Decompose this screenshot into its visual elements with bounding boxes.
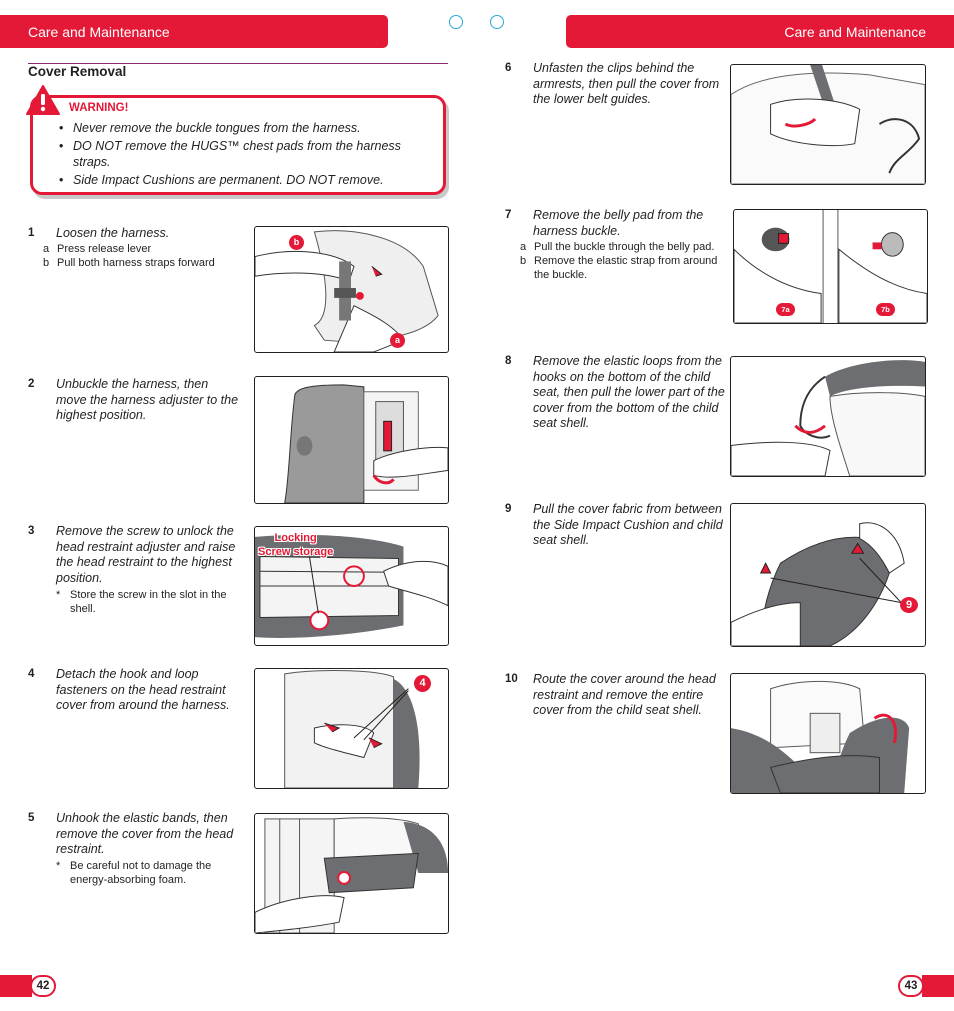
step-subitem: * Be careful not to damage the energy-abs… [56, 859, 241, 887]
step-10-illustration [730, 673, 926, 794]
illustration-label-badge: 7b [876, 303, 895, 316]
illustration-label-badge: a [390, 333, 405, 348]
warning-label: WARNING! [69, 102, 129, 114]
step-text: Unfasten the clips behind the armrests, … [533, 61, 720, 106]
page-number-right: 43 [898, 975, 924, 997]
registration-mark-icon [449, 15, 463, 29]
step-number: 5 [28, 812, 35, 824]
sub-key: b [43, 257, 50, 269]
step-subitem: b Pull both harness straps forward [43, 256, 258, 270]
step-sublist: * Store the screw in the slot in the shel… [56, 588, 236, 616]
sub-text: Pull both harness straps forward [57, 257, 215, 269]
step-text: Loosen the harness. [56, 226, 170, 240]
step-number: 3 [28, 525, 35, 537]
step-subitem: a Pull the buckle through the belly pad. [520, 240, 720, 254]
step-6-illustration [730, 64, 926, 185]
warning-item: DO NOT remove the HUGS™ chest pads from … [59, 138, 439, 170]
step-number: 10 [505, 673, 518, 685]
step-number: 7 [505, 209, 512, 221]
step-text: Remove the elastic loops from the hooks … [533, 354, 725, 430]
illustration-label-badge: b [289, 235, 304, 250]
step-text: Unhook the elastic bands, then remove th… [56, 811, 234, 856]
sub-text: Remove the elastic strap from around the… [534, 255, 718, 281]
warning-item: Never remove the buckle tongues from the… [59, 120, 439, 136]
callout-line: Locking [274, 532, 317, 544]
step-3-illustration [254, 526, 449, 646]
step-text: Remove the belly pad from the harness bu… [533, 208, 704, 238]
warning-box: WARNING! Never remove the buckle tongues… [30, 95, 446, 195]
step-subitem: b Remove the elastic strap from around th… [520, 254, 720, 282]
step-text: Unbuckle the harness, then move the harn… [56, 377, 239, 422]
sub-text: Be careful not to damage the energy-abso… [70, 860, 212, 886]
step-number: 1 [28, 227, 35, 239]
registration-mark-icon [490, 15, 504, 29]
step-9-illustration [730, 503, 926, 647]
step-number: 6 [505, 62, 512, 74]
step-sublist: * Be careful not to damage the energy-abs… [56, 859, 241, 887]
section-divider [28, 63, 448, 64]
step-5-illustration [254, 813, 449, 934]
step-number: 2 [28, 378, 35, 390]
header-title-right: Care and Maintenance [784, 24, 926, 40]
section-title: Cover Removal [28, 64, 127, 79]
locking-screw-storage-callout: Locking Screw storage [258, 531, 333, 559]
sub-key: * [56, 860, 61, 872]
page-number-left: 42 [30, 975, 56, 997]
step-1-illustration [254, 226, 449, 353]
step-number: 4 [28, 668, 35, 680]
step-text: Route the cover around the head restrain… [533, 672, 716, 717]
step-2-illustration [254, 376, 449, 504]
illustration-label-badge: 4 [414, 675, 431, 692]
step-text: Detach the hook and loop fasteners on th… [56, 667, 230, 712]
illustration-label-badge: 7a [776, 303, 795, 316]
page-header-right: Care and Maintenance [566, 15, 954, 48]
warning-list: Never remove the buckle tongues from the… [59, 120, 439, 190]
sub-key: * [56, 589, 61, 601]
warning-item: Side Impact Cushions are permanent. DO N… [59, 172, 439, 188]
step-text: Pull the cover fabric from between the S… [533, 502, 723, 547]
sub-text: Pull the buckle through the belly pad. [534, 241, 715, 253]
footer-bar-left [0, 975, 32, 997]
step-text: Remove the screw to unlock the head rest… [56, 524, 236, 585]
sub-text: Press release lever [57, 243, 152, 255]
step-number: 9 [505, 503, 512, 515]
page-header-left: Care and Maintenance [0, 15, 388, 48]
header-title-left: Care and Maintenance [28, 24, 170, 40]
step-sublist: a Press release lever b Pull both harness … [43, 242, 258, 270]
step-number: 8 [505, 355, 512, 367]
step-7-illustration [733, 209, 928, 324]
step-8-illustration [730, 356, 926, 477]
callout-line: Screw storage [258, 546, 334, 558]
step-subitem: a Press release lever [43, 242, 258, 256]
illustration-label-badge: 9 [900, 597, 918, 613]
step-subitem: * Store the screw in the slot in the shel… [56, 588, 236, 616]
warning-triangle-icon [26, 85, 60, 115]
sub-key: a [43, 243, 50, 255]
sub-key: b [520, 255, 527, 267]
footer-bar-right [922, 975, 954, 997]
sub-key: a [520, 241, 527, 253]
sub-text: Store the screw in the slot in the shell… [70, 589, 227, 615]
